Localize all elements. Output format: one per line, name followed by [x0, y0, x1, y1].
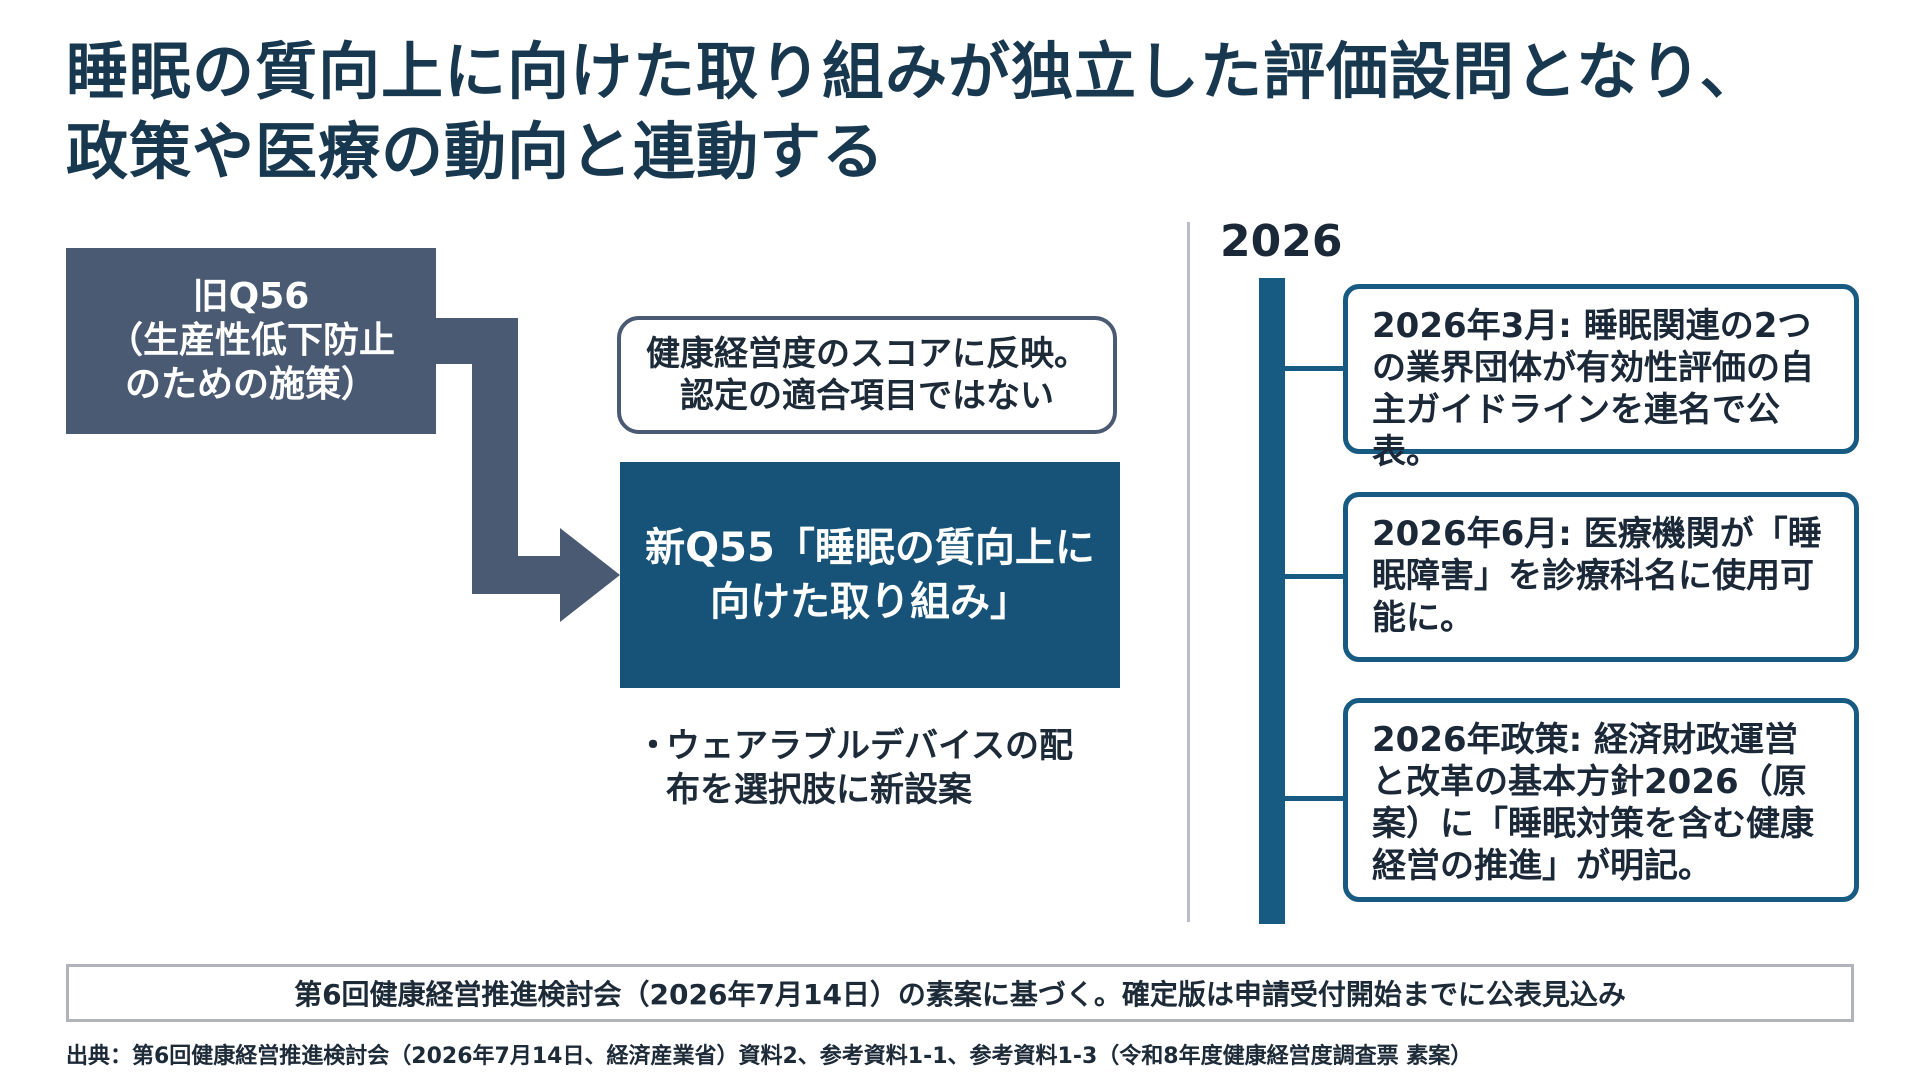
timeline-connector-1: [1285, 366, 1345, 371]
transition-arrow-path: [436, 318, 620, 622]
old-question-desc-1: （生産性低下防止: [106, 320, 395, 361]
title-line-2: 政策や医療の動向と連動する: [66, 115, 886, 188]
vertical-divider: [1187, 222, 1190, 922]
footnote-box: 第6回健康経営推進検討会（2026年7月14日）の素案に基づく。確定版は申請受付…: [66, 964, 1854, 1022]
score-note-line-2: 認定の適合項目ではない: [680, 376, 1054, 416]
timeline-event-3: 2026年政策: 経済財政運営と改革の基本方針2026（原案）に「睡眠対策を含む…: [1343, 698, 1859, 902]
source-citation: 出典：第6回健康経営推進検討会（2026年7月14日、経済産業省）資料2、参考資…: [66, 1044, 1473, 1069]
timeline-event-2: 2026年6月: 医療機関が「睡眠障害」を診療科名に使用可能に。: [1343, 492, 1859, 662]
old-question-desc-2: のための施策）: [124, 364, 377, 405]
title-line-1: 睡眠の質向上に向けた取り組みが独立した評価設問となり、: [66, 35, 1763, 108]
timeline-year: 2026: [1220, 216, 1343, 267]
page-title: 睡眠の質向上に向けた取り組みが独立した評価設問となり、 政策や医療の動向と連動す…: [66, 32, 1866, 192]
bullet-marker: ・: [636, 726, 670, 766]
old-question-id: 旧Q56: [192, 276, 310, 317]
timeline-connector-3: [1285, 796, 1345, 801]
bullet-text: ウェアラブルデバイスの配布を選択肢に新設案: [666, 726, 1073, 810]
wearable-bullet: ・ ウェアラブルデバイスの配布を選択肢に新設案: [636, 724, 1096, 812]
old-question-box: 旧Q56 （生産性低下防止 のための施策）: [66, 248, 436, 434]
score-note-line-1: 健康経営度のスコアに反映。: [646, 334, 1088, 374]
new-question-line-2: 向けた取り組み」: [710, 579, 1030, 625]
timeline-connector-2: [1285, 574, 1345, 579]
new-question-line-1: 新Q55「睡眠の質向上に: [645, 525, 1095, 571]
timeline-event-1: 2026年3月: 睡眠関連の2つの業界団体が有効性評価の自主ガイドラインを連名で…: [1343, 284, 1859, 472]
score-note-box: 健康経営度のスコアに反映。 認定の適合項目ではない: [617, 316, 1117, 434]
timeline-bar: [1259, 278, 1285, 924]
new-question-box: 新Q55「睡眠の質向上に 向けた取り組み」: [620, 462, 1120, 688]
